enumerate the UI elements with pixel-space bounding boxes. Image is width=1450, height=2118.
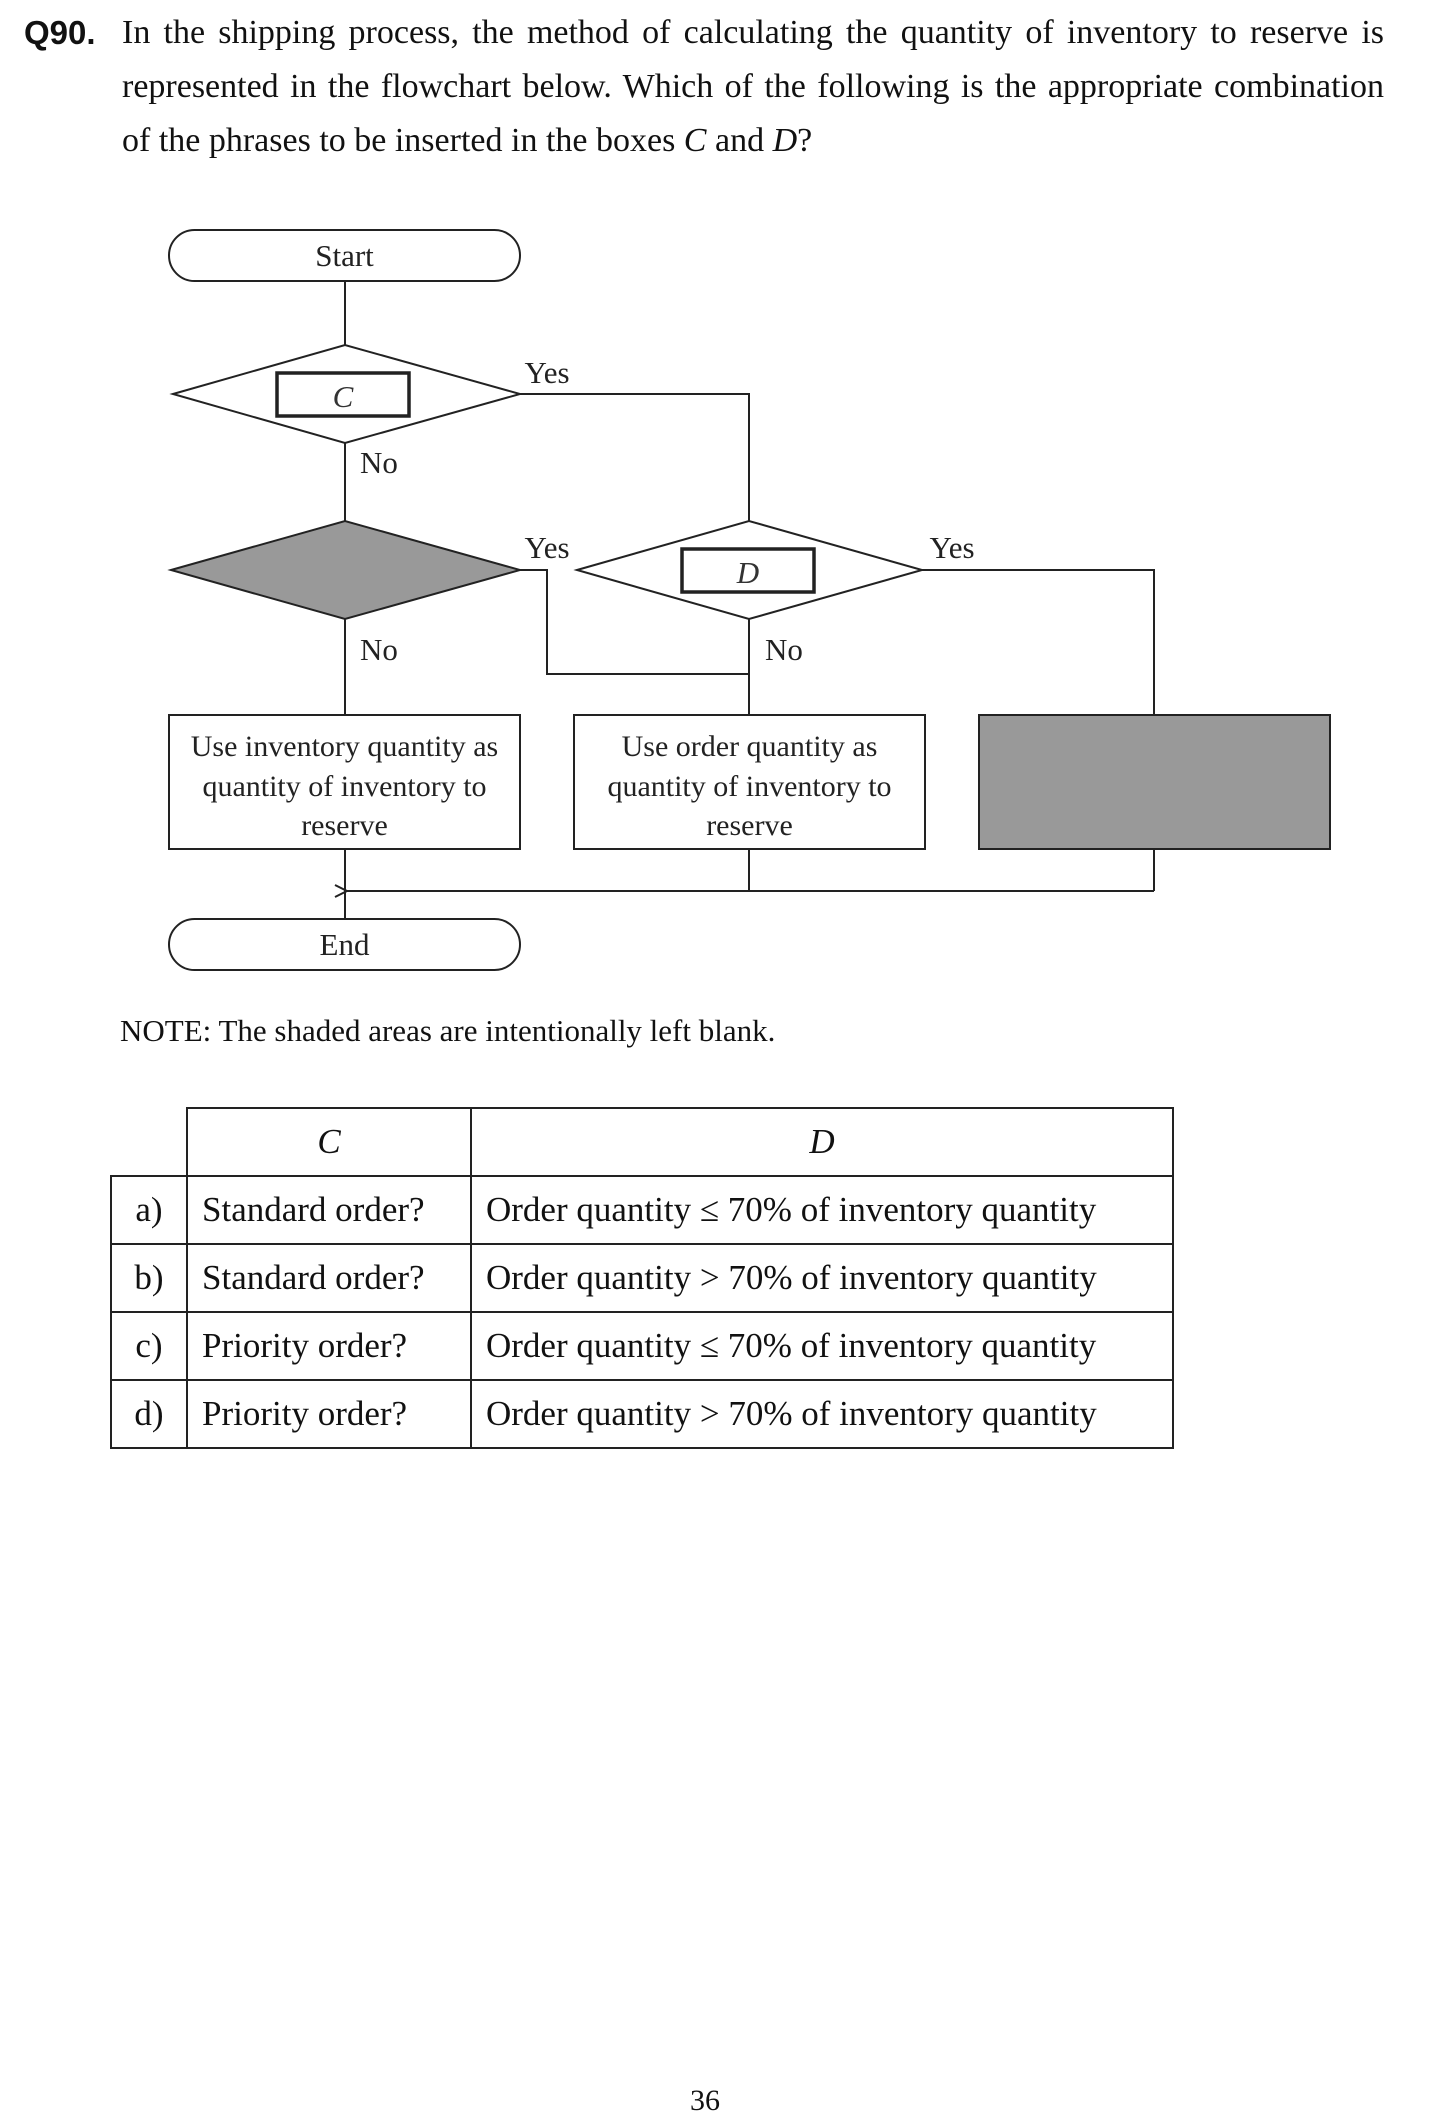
option-key: b) xyxy=(110,1243,188,1313)
box-c-label: C xyxy=(333,379,354,414)
start-label: Start xyxy=(315,238,374,273)
option-key: d) xyxy=(110,1379,188,1449)
question-d-mark: D xyxy=(772,122,798,159)
box-d-label: D xyxy=(736,555,759,590)
process-inventory-box xyxy=(168,714,521,850)
note-text: NOTE: The shaded areas are intentionally… xyxy=(120,1013,776,1048)
process-inventory-line-3: reserve xyxy=(301,809,388,842)
label-no-c: No xyxy=(360,445,398,480)
process-inventory-line-2: quantity of inventory to xyxy=(202,770,486,803)
question: Q90. In the shipping process, the method… xyxy=(24,6,1384,168)
label-yes-c: Yes xyxy=(524,355,569,390)
option-key: a) xyxy=(110,1175,188,1245)
connector-c-yes xyxy=(520,393,750,521)
question-number: Q90. xyxy=(24,14,96,51)
label-yes-d: Yes xyxy=(929,530,974,565)
question-text-end: ? xyxy=(797,122,813,159)
header-c: C xyxy=(186,1107,472,1177)
question-text: In the shipping process, the method of c… xyxy=(122,6,1384,168)
answer-table: C D a) Standard order? Order quantity ≤ … xyxy=(110,1107,1174,1449)
option-d: Order quantity ≤ 70% of inventory quanti… xyxy=(470,1311,1174,1381)
end-label: End xyxy=(320,927,370,962)
table-header-row: C D xyxy=(111,1107,1174,1177)
connector-d-yes xyxy=(922,569,1155,714)
process-order-line-2: quantity of inventory to xyxy=(607,770,891,803)
label-yes-shaded: Yes xyxy=(524,530,569,565)
option-c: Priority order? xyxy=(186,1379,472,1449)
option-d: Order quantity ≤ 70% of inventory quanti… xyxy=(470,1175,1174,1245)
option-c: Standard order? xyxy=(186,1175,472,1245)
box-c xyxy=(275,371,411,418)
label-no-d: No xyxy=(765,632,803,667)
question-c-mark: C xyxy=(683,122,707,159)
table-row: a) Standard order? Order quantity ≤ 70% … xyxy=(110,1175,1174,1245)
option-d: Order quantity > 70% of inventory quanti… xyxy=(470,1243,1174,1313)
option-key: c) xyxy=(110,1311,188,1381)
table-row: d) Priority order? Order quantity > 70% … xyxy=(110,1379,1174,1449)
option-c: Standard order? xyxy=(186,1243,472,1313)
shaded-decision xyxy=(167,519,524,621)
process-order-line-3: reserve xyxy=(706,809,793,842)
box-d xyxy=(680,547,816,594)
table-row: b) Standard order? Order quantity > 70% … xyxy=(110,1243,1174,1313)
option-d: Order quantity > 70% of inventory quanti… xyxy=(470,1379,1174,1449)
label-no-shaded: No xyxy=(360,632,398,667)
shaded-process-box xyxy=(978,714,1331,850)
process-order-box xyxy=(573,714,926,850)
page-number: 36 xyxy=(690,2084,720,2117)
table-corner-cell xyxy=(111,1108,188,1177)
flowchart: Start C D Use inventory quantity as quan… xyxy=(167,229,1331,971)
end-terminal xyxy=(168,918,521,971)
process-inventory-line-1: Use inventory quantity as xyxy=(191,730,498,763)
process-order-line-1: Use order quantity as xyxy=(622,730,878,763)
table-row: c) Priority order? Order quantity ≤ 70% … xyxy=(110,1311,1174,1381)
question-text-main: In the shipping process, the method of c… xyxy=(122,14,1384,159)
option-c: Priority order? xyxy=(186,1311,472,1381)
header-d: D xyxy=(470,1107,1174,1177)
question-and-word: and xyxy=(706,122,773,159)
